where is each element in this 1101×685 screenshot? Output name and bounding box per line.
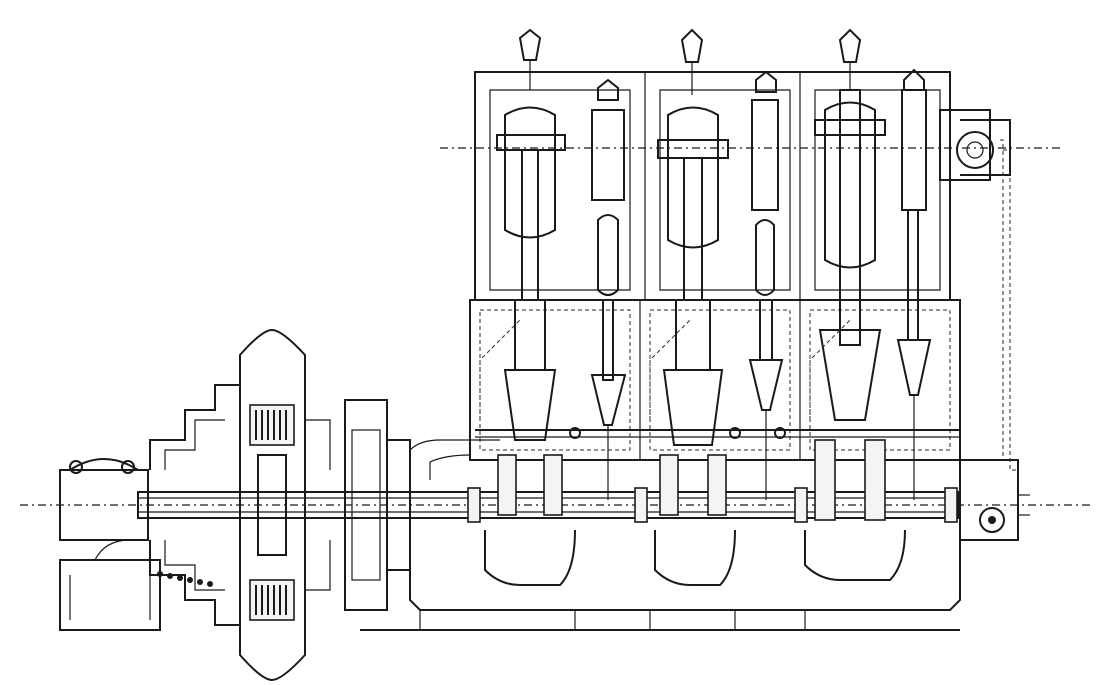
cylinder-2-valve <box>590 78 627 500</box>
control-rod-linkage <box>1000 139 1018 471</box>
gear-teeth-lower <box>255 585 287 615</box>
cylinder-block <box>474 71 951 301</box>
crosshead-rail <box>475 427 960 439</box>
column-frame <box>469 299 961 461</box>
left-bearing-pedestal <box>59 458 161 631</box>
cylinder-1-assembly <box>496 28 566 516</box>
right-end-drive <box>959 459 1030 541</box>
gear-casing <box>149 384 331 626</box>
reduction-gear-wheel <box>239 328 306 682</box>
shaft-bearings <box>467 487 958 523</box>
oil-pipework <box>409 319 851 480</box>
bolt-row <box>157 571 213 587</box>
gear-teeth-upper <box>255 410 287 440</box>
cylinder-3-assembly <box>657 28 729 516</box>
crankcase-pits <box>484 529 906 586</box>
cylinder-6-valve <box>896 68 932 500</box>
cylinder-4-valve <box>748 70 784 500</box>
engine-bedplate <box>360 460 961 631</box>
coupling-flange <box>344 399 411 611</box>
cylinder-5-assembly <box>814 28 886 521</box>
right-end-governor <box>939 109 1011 181</box>
